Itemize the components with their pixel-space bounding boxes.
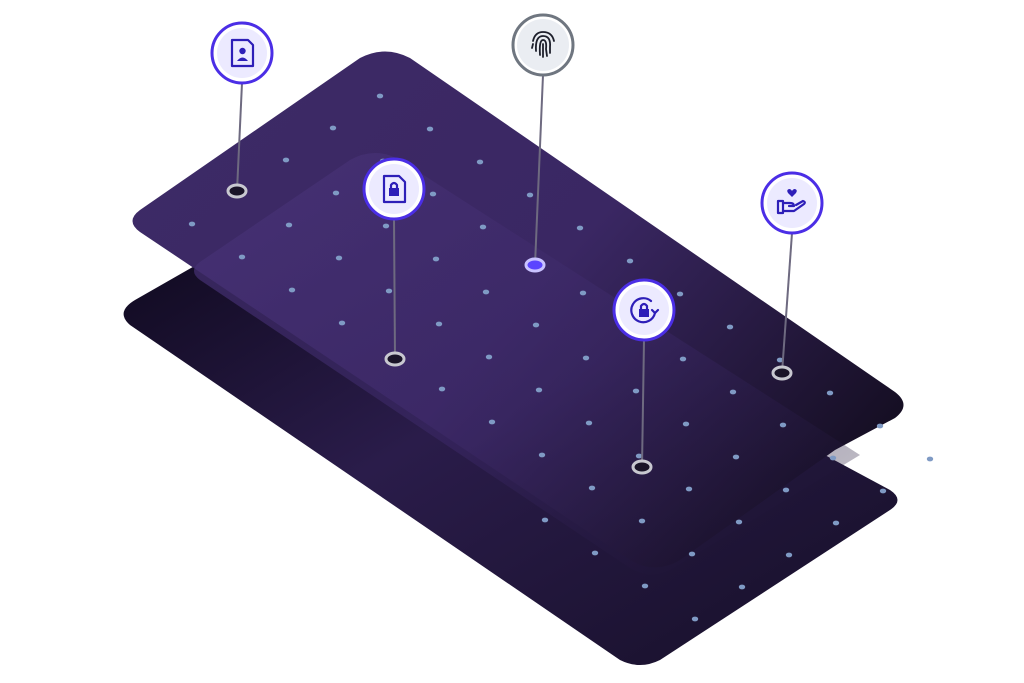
pin-fingerprint[interactable] (511, 13, 575, 77)
grid-dot (688, 551, 696, 557)
grid-dot (541, 517, 549, 523)
grid-dot (429, 191, 437, 197)
pin-lock-rotate[interactable] (612, 278, 676, 342)
grid-dot (588, 485, 596, 491)
grid-dot (476, 159, 484, 165)
pin-stem (534, 74, 544, 266)
grid-dot (538, 452, 546, 458)
pin-anchor (226, 183, 248, 199)
grid-dot (676, 291, 684, 297)
grid-dot (376, 93, 384, 99)
grid-dot (288, 287, 296, 293)
grid-dot (635, 453, 643, 459)
grid-dot (426, 126, 434, 132)
pin-stem (236, 82, 243, 192)
grid-dot (735, 519, 743, 525)
grid-dot (876, 423, 884, 429)
grid-dot (282, 157, 290, 163)
grid-dot (526, 192, 534, 198)
grid-dot (582, 355, 590, 361)
pin-stem (641, 339, 645, 468)
grid-dot (638, 518, 646, 524)
grid-dot (826, 390, 834, 396)
pin-stem (393, 218, 396, 360)
pin-anchor (384, 351, 406, 367)
pin-lines (236, 74, 793, 468)
pin-anchor (524, 257, 546, 273)
grid-dot (576, 225, 584, 231)
grid-dot (679, 356, 687, 362)
pin-profile-document[interactable] (210, 21, 274, 85)
grid-dot (832, 520, 840, 526)
grid-dot (585, 420, 593, 426)
grid-dot (685, 486, 693, 492)
grid-dot (435, 321, 443, 327)
grid-dot (485, 354, 493, 360)
grid-dot (785, 552, 793, 558)
pin-anchor (631, 459, 653, 475)
grid-dot (732, 454, 740, 460)
grid-dot (285, 222, 293, 228)
grid-dot (329, 125, 337, 131)
heart-hand-icon (776, 189, 806, 215)
pin-anchors (226, 183, 793, 475)
fingerprint-icon (531, 31, 555, 58)
grid-dot (682, 421, 690, 427)
grid-dot (479, 224, 487, 230)
pin-anchor (771, 365, 793, 381)
grid-dot (438, 386, 446, 392)
grid-dot (641, 583, 649, 589)
pin-locked-document[interactable] (362, 157, 426, 221)
grid-dot (338, 320, 346, 326)
inner-panel (194, 153, 860, 575)
grid-dot (188, 221, 196, 227)
grid-dot (535, 387, 543, 393)
grid-dot (488, 419, 496, 425)
grid-dot (691, 616, 699, 622)
grid-dot (532, 322, 540, 328)
grid-dot (332, 190, 340, 196)
grid-dot (829, 455, 837, 461)
grid-dot (729, 389, 737, 395)
pin-stem (781, 232, 793, 374)
grid-dot (926, 456, 934, 462)
grid-dot (632, 388, 640, 394)
grid-dot (335, 255, 343, 261)
grid-dot (779, 422, 787, 428)
grid-dot (382, 223, 390, 229)
grid-dot (579, 290, 587, 296)
pin-heart-hand[interactable] (760, 171, 824, 235)
grid-dot (738, 584, 746, 590)
grid-dot (782, 487, 790, 493)
grid-dot (726, 324, 734, 330)
grid-dot (879, 488, 887, 494)
grid-dot (238, 254, 246, 260)
lock-rotate-icon (630, 297, 660, 324)
grid-dot (626, 258, 634, 264)
grid-dot (385, 288, 393, 294)
grid-dot (482, 289, 490, 295)
grid-dot (776, 357, 784, 363)
grid-dot (591, 550, 599, 556)
locked-document-icon (382, 174, 407, 204)
profile-document-icon (230, 38, 255, 68)
grid-dot (432, 256, 440, 262)
